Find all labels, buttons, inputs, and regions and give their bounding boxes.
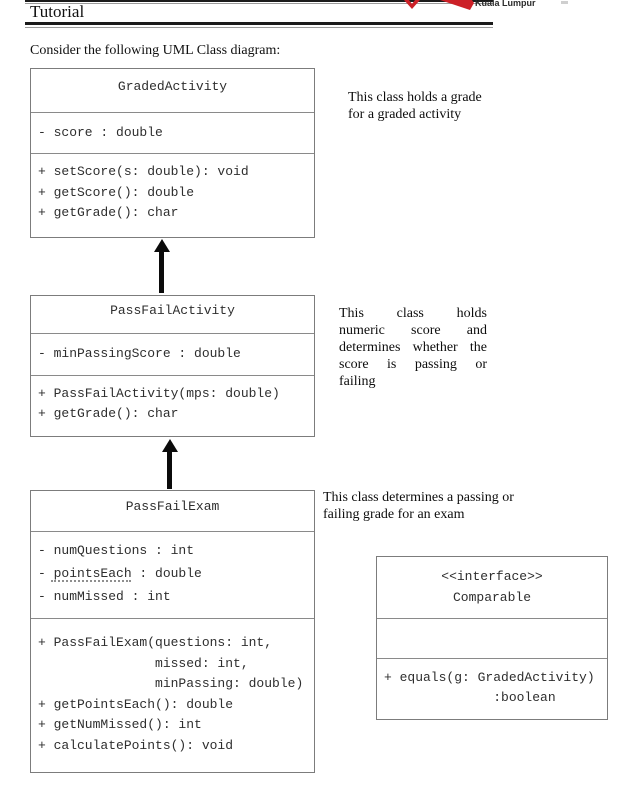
class-method: + getGrade(): char bbox=[38, 205, 179, 221]
class-title: PassFailExam bbox=[125, 499, 220, 514]
attr-word-misspelled: pointsEach bbox=[53, 565, 132, 581]
class-method: + getPointsEach(): double bbox=[38, 696, 234, 712]
page-title: Tutorial bbox=[30, 2, 85, 21]
class-method: + setScore(s: double): void bbox=[38, 164, 249, 180]
header-top-rule-thin bbox=[25, 3, 493, 4]
note-line: score is passing or bbox=[339, 357, 487, 372]
interface-box-comparable: <<interface>> Comparable + equals(g: Gra… bbox=[376, 556, 608, 720]
inheritance-arrow-stem bbox=[159, 251, 164, 293]
class-method: + getNumMissed(): int bbox=[38, 717, 202, 733]
interface-empty-attributes bbox=[377, 618, 607, 657]
inheritance-arrow-icon bbox=[154, 239, 170, 252]
class-method: + PassFailExam(questions: int, bbox=[38, 635, 273, 651]
class-attribute: - pointsEach : double bbox=[38, 562, 314, 585]
class-method: + getGrade(): char bbox=[38, 406, 179, 422]
class-box-passfailexam: PassFailExam - numQuestions : int - poin… bbox=[30, 490, 315, 773]
header-bottom-rule bbox=[25, 22, 493, 25]
interface-method: :boolean bbox=[384, 690, 556, 706]
class-title: GradedActivity bbox=[117, 79, 228, 94]
class-method: + PassFailActivity(mps: double) bbox=[38, 385, 280, 401]
class-box-gradedactivity: GradedActivity - score : double + setSco… bbox=[30, 68, 315, 238]
inheritance-arrow-stem bbox=[167, 451, 172, 489]
note-line: numeric score and bbox=[339, 323, 487, 338]
class-method: + calculatePoints(): void bbox=[38, 737, 234, 753]
inheritance-arrow-icon bbox=[162, 439, 178, 452]
attr-suffix: : double bbox=[131, 565, 202, 581]
class-method: minPassing: double) bbox=[38, 676, 304, 692]
attr-prefix: - bbox=[38, 565, 54, 581]
note-line: failing bbox=[339, 374, 376, 389]
university-logo: Kuala Lumpur bbox=[398, 0, 573, 14]
note-passfailactivity: This class holds numeric score and deter… bbox=[339, 305, 487, 390]
class-attribute: - minPassingScore : double bbox=[38, 346, 241, 362]
header-top-rule bbox=[25, 0, 493, 2]
class-method: + getScore(): double bbox=[38, 184, 195, 200]
intro-text: Consider the following UML Class diagram… bbox=[30, 43, 281, 58]
interface-title: Comparable bbox=[452, 590, 531, 605]
corner-artifact bbox=[561, 1, 568, 4]
note-line: This class holds bbox=[339, 306, 487, 321]
interface-method: + equals(g: GradedActivity) bbox=[384, 669, 595, 685]
note-gradedactivity: This class holds a grade for a graded ac… bbox=[348, 90, 482, 122]
interface-stereotype: <<interface>> bbox=[441, 569, 543, 584]
logo-mark-icon bbox=[404, 0, 474, 10]
class-attribute: - score : double bbox=[38, 125, 163, 141]
class-attribute: - numMissed : int bbox=[38, 588, 171, 604]
note-passfailexam: This class determines a passing or faili… bbox=[323, 490, 514, 522]
note-line: determines whether the bbox=[339, 340, 487, 355]
spellcheck-squiggle bbox=[51, 580, 131, 582]
logo-text: Kuala Lumpur bbox=[475, 0, 536, 8]
class-box-passfailactivity: PassFailActivity - minPassingScore : dou… bbox=[30, 295, 315, 437]
header-bottom-rule-thin bbox=[25, 27, 493, 28]
class-title: PassFailActivity bbox=[110, 303, 235, 318]
class-method: missed: int, bbox=[38, 655, 249, 671]
class-attribute: - numQuestions : int bbox=[38, 542, 195, 558]
